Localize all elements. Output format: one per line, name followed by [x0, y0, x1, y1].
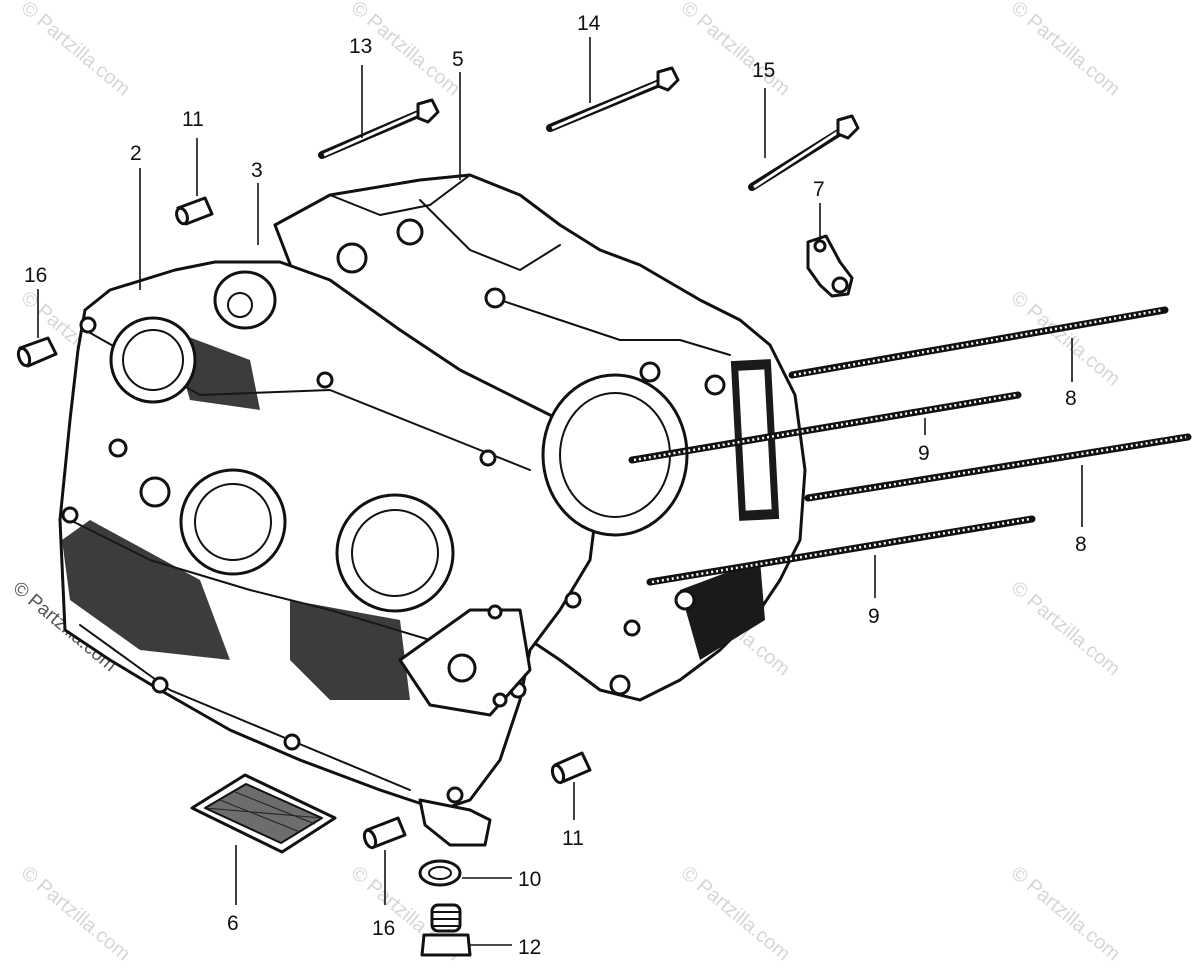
callout-10: 10: [518, 868, 541, 891]
callout-13: 13: [349, 35, 372, 58]
callout-15: 15: [752, 59, 775, 82]
callout-16-lower: 16: [372, 917, 395, 940]
watermark-text: © Partzilla.com: [677, 862, 794, 965]
washer-10: [418, 859, 462, 887]
callout-8-lower: 8: [1075, 533, 1087, 556]
bolt-14: [546, 66, 680, 132]
dowel-pin-11-upper: [175, 196, 214, 226]
callout-8-upper: 8: [1065, 387, 1077, 410]
dowel-pin-16-lower: [362, 816, 407, 850]
callout-7: 7: [813, 178, 825, 201]
cylinder-studs: [628, 306, 1192, 586]
callout-labels: 2 3 5 6 7 8 8 9 9 10 11 11 12 13 14 15 1…: [24, 12, 1087, 959]
callout-9-lower: 9: [868, 605, 880, 628]
watermark-text: © Partzilla.com: [1007, 862, 1124, 965]
oil-strainer-6: [190, 773, 337, 854]
leader-lines: [37, 37, 1083, 946]
stud-8-lower: [804, 433, 1192, 502]
bracket-7: [806, 234, 854, 298]
watermark-text: © Partzilla.com: [17, 862, 134, 965]
dowel-pin-16-left: [16, 336, 58, 368]
callout-5: 5: [452, 48, 464, 71]
callout-14: 14: [577, 12, 601, 35]
callout-12: 12: [518, 936, 541, 959]
watermark-text: © Partzilla.com: [677, 0, 794, 100]
callout-6: 6: [227, 912, 239, 935]
watermark-text: © Partzilla.com: [1007, 0, 1124, 100]
stud-8-upper: [788, 306, 1169, 379]
drain-plug-12: [420, 903, 472, 957]
stud-9-upper: [628, 391, 1022, 464]
watermark-text: © Partzilla.com: [1007, 577, 1124, 680]
watermark-text: © Partzilla.com: [17, 0, 134, 100]
callout-11-lower: 11: [562, 827, 584, 850]
dowel-pin-11-lower: [550, 751, 592, 785]
callout-9-upper: 9: [918, 442, 930, 465]
callout-2: 2: [130, 142, 142, 165]
callout-11-upper: 11: [182, 108, 204, 131]
callout-16-left: 16: [24, 264, 47, 287]
bolt-15: [748, 114, 860, 191]
left-crankcase-half: [58, 260, 689, 847]
bolt-13: [318, 98, 440, 159]
callout-3: 3: [251, 159, 263, 182]
watermark-text: © Partzilla.com: [1007, 287, 1124, 390]
stud-9-lower: [646, 515, 1036, 586]
